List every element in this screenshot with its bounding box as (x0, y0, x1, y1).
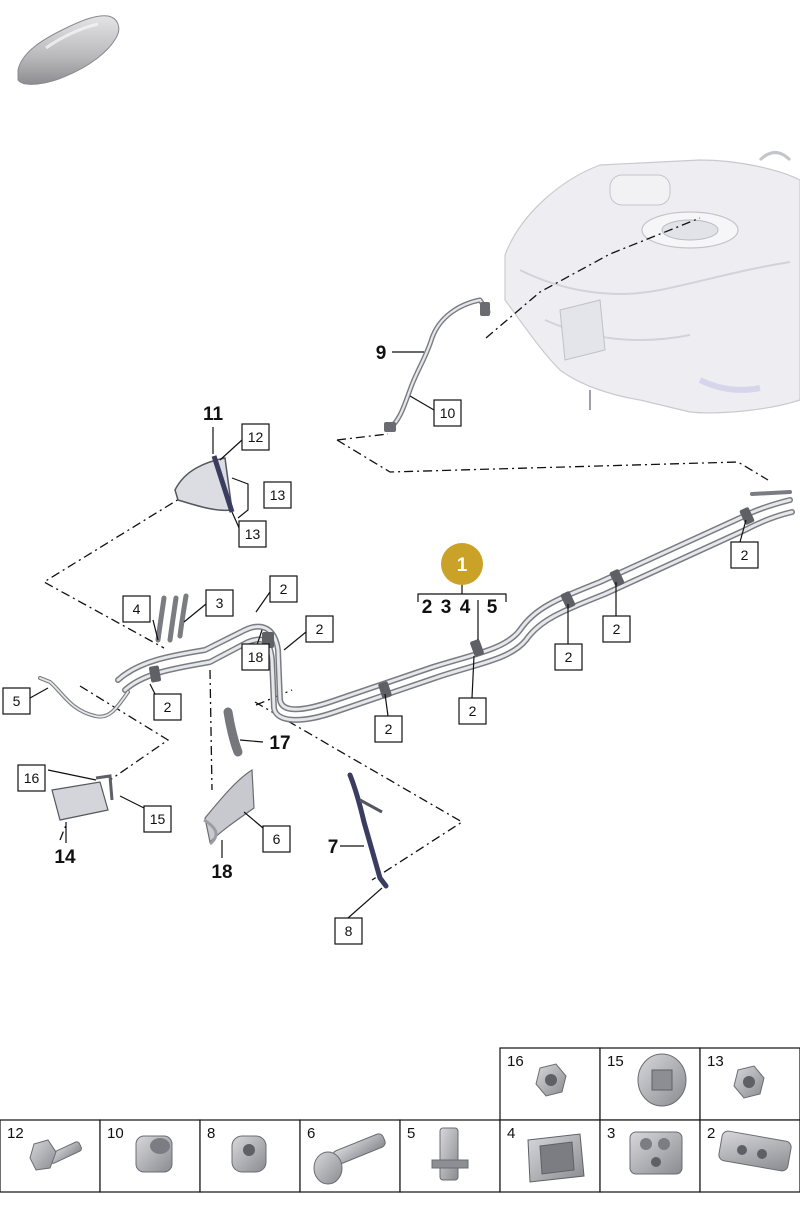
bracket-7 (347, 772, 389, 889)
parts-cell-5: 5 (399, 1119, 501, 1193)
parts-cell-3: 3 (599, 1119, 701, 1193)
svg-text:16: 16 (24, 770, 40, 786)
badge-1-label: 1 (457, 555, 468, 576)
svg-text:15: 15 (150, 811, 166, 827)
callout-box-13a: 13 (263, 481, 292, 509)
callout-box-2-g: 2 (374, 715, 403, 743)
svg-text:2: 2 (469, 703, 477, 719)
callout-box-2-c: 2 (602, 615, 631, 643)
parts-cell-16: 16 (499, 1047, 601, 1121)
callout-2-bold: 2 (422, 597, 433, 618)
callout-box-13b: 13 (238, 520, 267, 548)
svg-text:3: 3 (216, 595, 224, 611)
parts-cell-13: 13 (699, 1047, 800, 1121)
svg-text:2: 2 (565, 649, 573, 665)
svg-text:12: 12 (7, 1125, 24, 1142)
parts-cell-2: 2 (699, 1119, 800, 1193)
svg-text:6: 6 (307, 1125, 315, 1142)
hose-17 (223, 707, 243, 757)
assembly-badge-1: 1 (441, 543, 483, 585)
boxed-callouts: 10 12 13 13 2 4 3 2 2 18 2 2 5 2 2 2 16 … (2, 399, 759, 945)
callout-box-2-a: 2 (269, 575, 298, 603)
parts-cell-15: 15 (599, 1047, 701, 1121)
svg-text:16: 16 (507, 1053, 524, 1070)
svg-text:6: 6 (273, 831, 281, 847)
callout-17: 17 (269, 733, 290, 754)
callout-box-2-f: 2 (458, 697, 487, 725)
svg-text:2: 2 (707, 1125, 715, 1142)
callout-7: 7 (328, 837, 339, 858)
parts-cell-10: 10 (99, 1119, 201, 1193)
callout-box-12: 12 (241, 423, 270, 451)
svg-text:8: 8 (207, 1125, 215, 1142)
svg-text:2: 2 (164, 699, 172, 715)
callout-5-bold: 5 (487, 597, 498, 618)
heat-shield-6 (203, 768, 255, 846)
parts-cell-4: 4 (499, 1119, 601, 1193)
fuel-line-assembly (38, 297, 795, 723)
svg-text:2: 2 (316, 621, 324, 637)
callout-box-15: 15 (143, 805, 172, 833)
callout-9: 9 (376, 343, 387, 364)
parts-cell-6: 6 (299, 1119, 401, 1193)
parts-grid: 16 15 13 12 10 (0, 1047, 800, 1193)
callout-box-2-e: 2 (153, 693, 182, 721)
svg-text:8: 8 (345, 923, 353, 939)
bold-callouts: 2 3 4 5 9 11 17 14 18 7 (54, 343, 497, 883)
callout-box-10: 10 (433, 399, 462, 427)
svg-text:2: 2 (613, 621, 621, 637)
svg-text:10: 10 (107, 1125, 124, 1142)
svg-text:5: 5 (407, 1125, 415, 1142)
leader-lines (29, 351, 747, 919)
svg-text:4: 4 (133, 601, 141, 617)
callout-box-16: 16 (17, 764, 46, 792)
fuel-tank-icon (504, 151, 800, 414)
bracket-14 (51, 774, 114, 821)
svg-text:2: 2 (280, 581, 288, 597)
callout-11: 11 (203, 404, 224, 425)
svg-text:12: 12 (248, 429, 264, 445)
bracket-11 (174, 455, 235, 513)
svg-text:10: 10 (440, 405, 456, 421)
svg-text:4: 4 (507, 1125, 515, 1142)
callout-box-2-d: 2 (554, 643, 583, 671)
svg-text:18: 18 (248, 649, 264, 665)
callout-4-bold: 4 (460, 597, 471, 618)
parts-cell-12: 12 (0, 1119, 101, 1193)
svg-text:13: 13 (245, 526, 261, 542)
car-silhouette-icon (17, 15, 120, 85)
callout-box-2-b: 2 (305, 615, 334, 643)
svg-text:13: 13 (707, 1053, 724, 1070)
svg-text:13: 13 (270, 487, 286, 503)
callout-box-5: 5 (2, 687, 31, 715)
svg-text:2: 2 (385, 721, 393, 737)
callout-box-8: 8 (334, 917, 363, 945)
svg-text:2: 2 (741, 547, 749, 563)
connector-lines (42, 217, 769, 881)
callout-18-bold: 18 (211, 862, 232, 883)
svg-text:5: 5 (13, 693, 21, 709)
callout-box-3: 3 (205, 589, 234, 617)
callout-box-4: 4 (122, 595, 151, 623)
callout-box-6: 6 (262, 825, 291, 853)
svg-text:15: 15 (607, 1053, 624, 1070)
callout-3-bold: 3 (441, 597, 452, 618)
svg-text:3: 3 (607, 1125, 615, 1142)
callout-box-18: 18 (241, 643, 270, 671)
parts-cell-8: 8 (199, 1119, 301, 1193)
callout-box-2-right: 2 (730, 541, 759, 569)
callout-14: 14 (54, 847, 76, 868)
